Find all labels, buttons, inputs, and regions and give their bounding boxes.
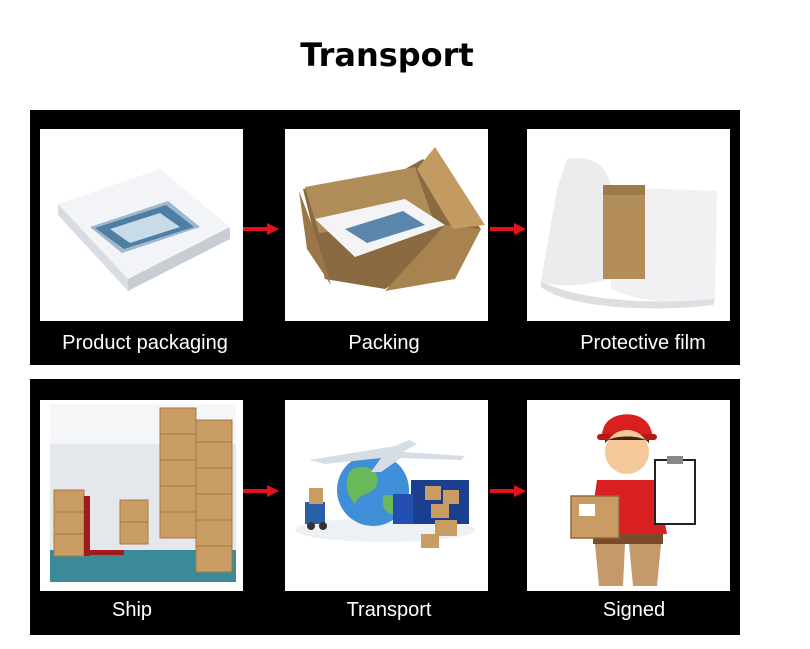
step-label-product-packaging: Product packaging <box>62 332 228 354</box>
arrow-right-icon <box>490 485 526 497</box>
step-label-ship: Ship <box>111 599 153 621</box>
step-image-ship <box>40 400 243 591</box>
arrow-right-icon <box>243 223 279 235</box>
step-label-protective-film: Protective film <box>580 332 706 354</box>
page-title: Transport <box>300 36 474 74</box>
step-image-protective-film <box>527 129 730 321</box>
step-image-packing <box>285 129 488 321</box>
courier-icon <box>527 400 730 591</box>
product-box-icon <box>40 129 243 321</box>
logistics-globe-icon <box>285 400 488 591</box>
process-panel-bottom: Ship Transport Signed <box>30 379 740 635</box>
step-label-signed: Signed <box>602 599 666 621</box>
step-image-transport <box>285 400 488 591</box>
step-image-product-packaging <box>40 129 243 321</box>
step-label-transport: Transport <box>346 599 432 621</box>
arrow-right-icon <box>243 485 279 497</box>
process-panel-top: Product packaging Packing Protective fil… <box>30 110 740 365</box>
carton-box-icon <box>285 129 488 321</box>
warehouse-icon <box>40 400 243 591</box>
step-label-packing: Packing <box>348 332 420 354</box>
step-image-signed <box>527 400 730 591</box>
protective-film-icon <box>527 129 730 321</box>
arrow-right-icon <box>490 223 526 235</box>
